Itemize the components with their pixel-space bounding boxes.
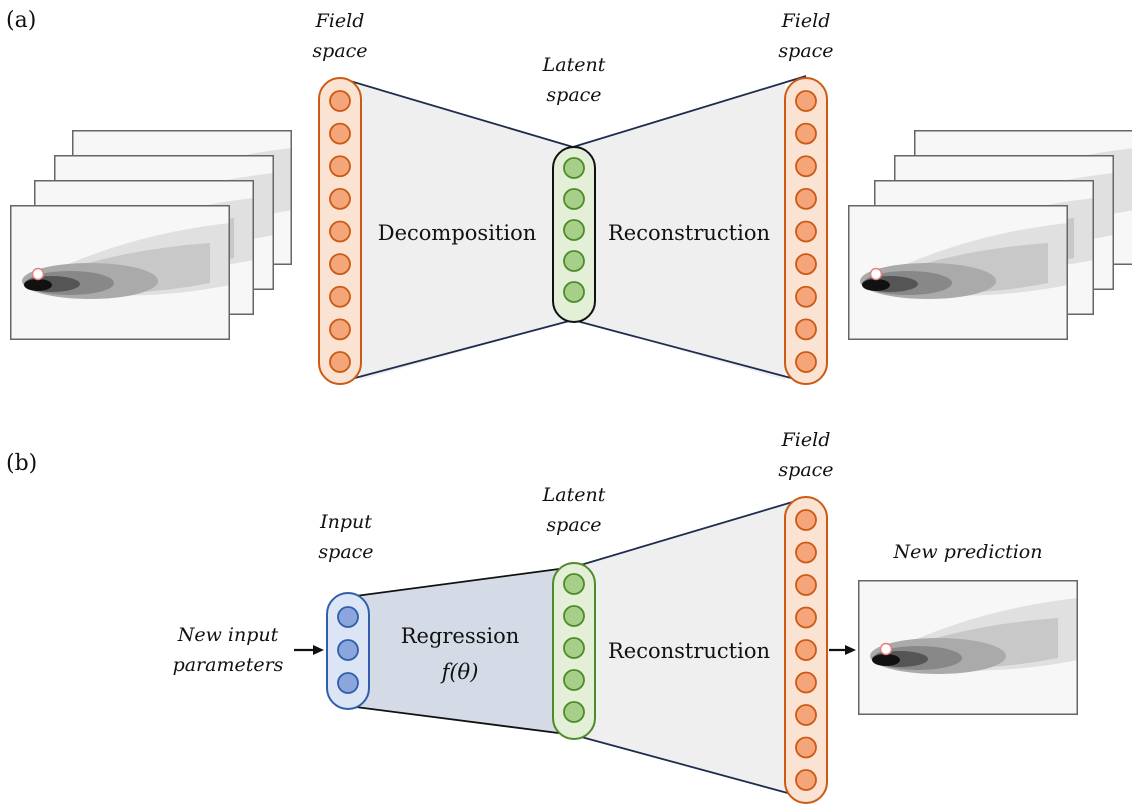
field-node (795, 769, 817, 791)
panel-b-tag: (b) (6, 451, 37, 476)
regression-region (348, 567, 574, 735)
input-arrow (294, 645, 324, 655)
edge-line (573, 734, 807, 799)
edge-line (573, 497, 807, 568)
panel-a-tag: (a) (6, 8, 36, 33)
field-space-b-label-2: space (778, 459, 833, 481)
field-node (329, 285, 351, 308)
latent-space-b-label-2: space (546, 514, 601, 536)
edge-line (572, 319, 807, 383)
field-space-b-label-1: Field (781, 429, 831, 451)
field-node (795, 541, 817, 564)
field-node (795, 351, 817, 373)
input-node (337, 606, 359, 628)
output-arrow (829, 645, 856, 655)
reconstructed-field-image-stack (848, 130, 1132, 340)
field-node (329, 351, 351, 373)
field-node (329, 220, 351, 243)
edge-line (572, 75, 807, 148)
field-node (795, 318, 817, 341)
field-node (795, 285, 817, 308)
input-node (337, 672, 359, 694)
input-node (337, 639, 359, 661)
field-node (795, 90, 817, 112)
field-node (329, 155, 351, 178)
reconstruction-label-a: Reconstruction (608, 221, 770, 245)
field-node (795, 220, 817, 243)
new-input-parameters-label-2: parameters (173, 654, 284, 676)
latent-node (563, 157, 585, 179)
new-input-parameters-label-1: New input (177, 624, 279, 646)
latent-nodes (563, 157, 585, 303)
reconstruction-label-b: Reconstruction (608, 639, 770, 663)
field-node (795, 606, 817, 629)
field-nodes-right (795, 90, 817, 373)
edge-line (339, 319, 574, 383)
field-node (329, 122, 351, 145)
field-node (795, 122, 817, 145)
field-node (329, 318, 351, 341)
latent-space-label-1: Latent (542, 54, 606, 76)
field-node (795, 704, 817, 726)
reconstruction-region-b (574, 498, 806, 798)
latent-nodes-b (563, 573, 585, 723)
field-space-right-label-1: Field (781, 10, 831, 32)
decomposition-region (360, 85, 573, 380)
latent-node (563, 250, 585, 272)
field-node (795, 574, 817, 596)
latent-space-b-label-1: Latent (542, 484, 606, 506)
latent-node (563, 637, 585, 659)
field-node (795, 253, 817, 276)
latent-space-label-2: space (546, 84, 601, 106)
latent-node (563, 573, 585, 595)
latent-node (563, 219, 585, 241)
edge-line (347, 705, 575, 736)
field-space-left-label-2: space (312, 40, 367, 62)
latent-node (563, 669, 585, 691)
field-node (795, 509, 817, 531)
field-nodes-left (329, 90, 351, 373)
field-node (795, 671, 817, 694)
new-prediction-label: New prediction (893, 541, 1043, 563)
latent-node (563, 281, 585, 303)
field-node (795, 155, 817, 178)
field-node (329, 253, 351, 276)
field-space-left-label-1: Field (315, 10, 365, 32)
regression-formula: f(θ) (440, 660, 479, 684)
new-prediction-image (858, 580, 1078, 715)
input-field-image-stack (10, 130, 292, 340)
decomposition-label: Decomposition (378, 221, 536, 245)
field-node (795, 736, 817, 759)
reconstruction-region (573, 82, 785, 380)
edge-line (339, 77, 574, 148)
field-nodes-b (795, 509, 817, 791)
field-node (329, 90, 351, 112)
input-space-label-1: Input (319, 511, 372, 533)
latent-node (563, 701, 585, 723)
field-space-right-label-2: space (778, 40, 833, 62)
latent-node (563, 605, 585, 627)
input-nodes (337, 606, 359, 694)
edge-line (347, 566, 575, 598)
field-node (795, 639, 817, 661)
field-node (795, 187, 817, 210)
latent-node (563, 188, 585, 210)
regression-label: Regression (401, 624, 520, 648)
input-space-label-2: space (318, 541, 373, 563)
field-node (329, 187, 351, 210)
